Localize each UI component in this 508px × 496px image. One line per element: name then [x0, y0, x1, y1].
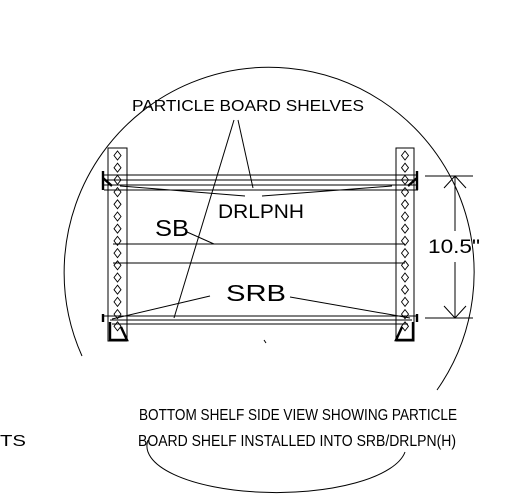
keyhole-slot [113, 272, 122, 283]
keyhole-slot [400, 284, 410, 295]
keyhole-slot [113, 223, 122, 234]
keyhole-slot [400, 308, 410, 320]
keyhole-slot [113, 284, 122, 295]
keyhole-slot [400, 260, 410, 271]
keyhole-slot [113, 247, 122, 259]
top-shelf [101, 171, 419, 191]
keyhole-slot [113, 150, 122, 161]
keyhole-slot [400, 272, 410, 283]
caption-left-fragment: TS [0, 433, 26, 450]
keyhole-slot [113, 211, 122, 222]
detail-circle [63, 66, 475, 494]
keyhole-slot [400, 247, 410, 259]
keyhole-slot [113, 235, 122, 247]
dimension-label: 10.5" [428, 237, 480, 258]
left-slots [113, 150, 122, 332]
keyhole-slot [400, 223, 410, 234]
bottom-shelf [101, 314, 419, 344]
keyhole-slot [400, 199, 410, 210]
keyhole-slot [400, 296, 410, 308]
keyhole-slot [113, 199, 122, 210]
particle-board-shelves-label: PARTICLE BOARD SHELVES [132, 98, 364, 115]
right-slots [400, 150, 410, 332]
keyhole-slot [400, 150, 410, 161]
keyhole-slot [400, 186, 410, 198]
middle-shelf [113, 243, 405, 264]
sb-label: SB [155, 215, 189, 241]
dimension-10-5 [425, 175, 473, 319]
drlpnh-label: DRLPNH [218, 202, 304, 223]
keyhole-slot [400, 235, 410, 247]
keyhole-slot [113, 186, 122, 198]
caption-line-1: BOTTOM SHELF SIDE VIEW SHOWING PARTICLE [139, 407, 457, 424]
keyhole-slot [113, 260, 122, 271]
keyhole-slot [113, 308, 122, 320]
keyhole-slot [113, 296, 122, 308]
caption-line-2: BOARD SHELF INSTALLED INTO SRB/DRLPN(H) [138, 433, 456, 450]
keyhole-slot [113, 174, 122, 186]
keyhole-slot [400, 162, 410, 173]
keyhole-slot [400, 174, 410, 186]
keyhole-slot [400, 321, 410, 332]
keyhole-slot [113, 162, 122, 173]
keyhole-slot [113, 321, 122, 332]
keyhole-slot [400, 211, 410, 222]
srb-label: SRB [226, 280, 286, 306]
leader-lines [111, 119, 411, 320]
